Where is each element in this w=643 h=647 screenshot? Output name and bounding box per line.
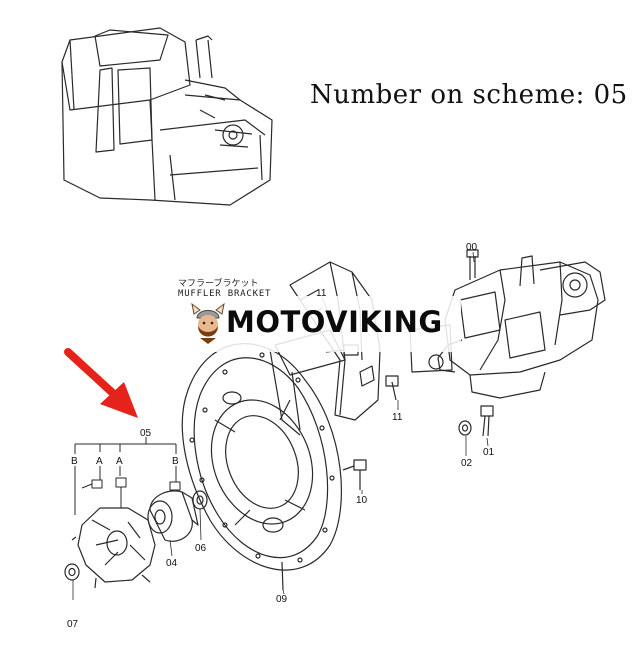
hub-04: [147, 490, 199, 542]
callout-05: 05: [140, 428, 152, 439]
washer-02: [458, 420, 472, 436]
excavator-icon: [61, 27, 273, 206]
label-a-right: A: [116, 456, 123, 467]
callout-04: 04: [166, 558, 178, 569]
callout-11: 11: [392, 412, 403, 423]
callout-07: 07: [67, 619, 79, 630]
muffler-bracket-label-en: MUFFLER BRACKET: [178, 289, 272, 299]
motoviking-logo: MOTOVIKING: [226, 305, 443, 339]
bolt-01: [480, 405, 494, 437]
watermark-band: [183, 296, 461, 352]
callout-00: 00: [466, 242, 478, 253]
callout-09: 09: [276, 594, 288, 605]
scheme-number-caption: Number on scheme: 05: [310, 80, 628, 110]
viking-head-icon: [191, 302, 225, 344]
leader-lines: [72, 251, 489, 600]
label-a-left: A: [96, 456, 103, 467]
flywheel-housing-icon: [181, 343, 343, 591]
callout-06: 06: [195, 543, 207, 554]
callout-11-top: 11: [316, 288, 327, 299]
red-arrow-icon: [64, 348, 138, 418]
bolt-10: [342, 459, 367, 490]
callout-02: 02: [461, 458, 473, 469]
bolt-tree: [74, 437, 181, 515]
callout-01: 01: [483, 447, 495, 458]
coupling-icon: [71, 507, 156, 589]
label-b-left: B: [71, 456, 78, 467]
label-b-right: B: [172, 456, 179, 467]
muffler-bracket-label-jp: マフラーブラケット: [178, 279, 259, 289]
washer-07: [64, 563, 80, 581]
callout-10: 10: [356, 495, 368, 506]
